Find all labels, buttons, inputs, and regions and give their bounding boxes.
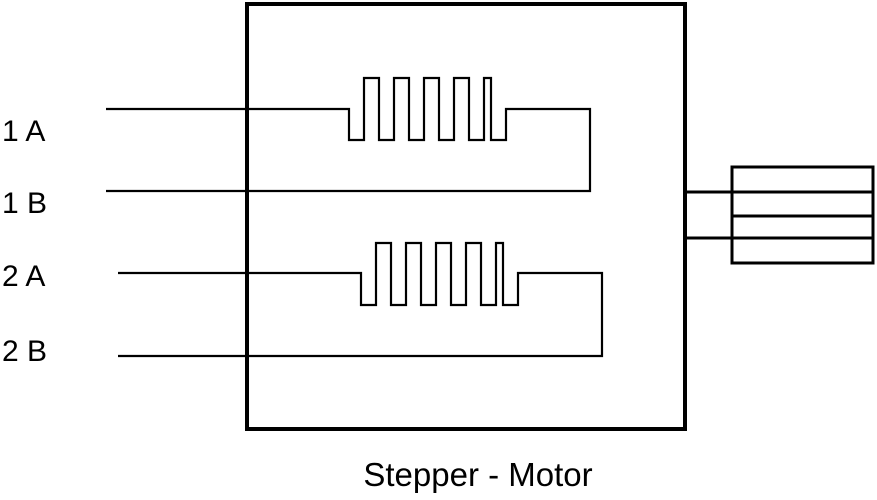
coil-2-winding bbox=[118, 241, 604, 358]
coil-1-winding bbox=[106, 76, 592, 193]
rotor-shaft bbox=[685, 165, 875, 265]
terminal-label-2b: 2 B bbox=[2, 335, 47, 368]
terminal-label-1a: 1 A bbox=[2, 115, 45, 148]
terminal-label-1b: 1 B bbox=[2, 187, 47, 220]
motor-housing bbox=[245, 2, 687, 431]
diagram-title: Stepper - Motor bbox=[363, 456, 592, 493]
terminal-label-2a: 2 A bbox=[2, 260, 45, 293]
